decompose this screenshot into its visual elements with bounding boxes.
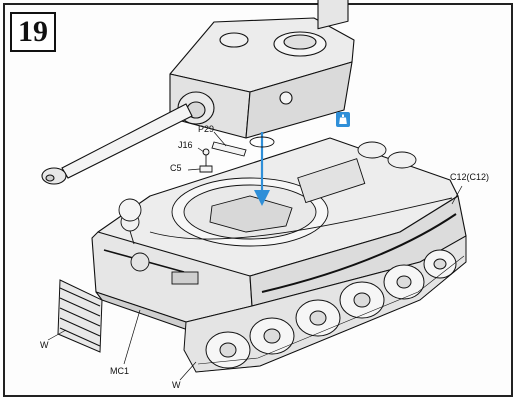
leader-j16 [197, 147, 205, 153]
step-number: 19 [18, 15, 48, 48]
part-c5 [199, 165, 213, 173]
step-number-box: 19 [10, 12, 56, 52]
fan-cover-left [357, 141, 387, 159]
leader-mc1 [123, 309, 141, 365]
track-front-left [57, 279, 103, 353]
turret [169, 0, 355, 139]
glue-bottle-glyph [339, 114, 347, 124]
track-links [195, 255, 467, 373]
gun-barrel [41, 103, 193, 185]
driver-visor [171, 271, 199, 285]
side-tow-rod [261, 213, 457, 293]
leader-w-left [47, 329, 67, 341]
headlight-stem [129, 230, 135, 245]
cement-glue-icon [336, 112, 350, 127]
leader-lines [47, 131, 463, 381]
turret-stowage-bin [317, 0, 349, 30]
leader-w-bottom [179, 361, 197, 381]
callout-w-left: W [40, 340, 49, 350]
machine-gun-ball [130, 252, 150, 272]
callout-mc1: MC1 [110, 366, 130, 376]
callout-w-bottom: W [172, 380, 181, 390]
turret-side [245, 61, 353, 139]
callout-c5: C5 [170, 163, 182, 173]
engine-deck-grille [297, 158, 366, 204]
callout-j16: J16 [178, 140, 193, 150]
fan-cover-right [387, 151, 417, 169]
callout-c12: C12(C12) [450, 172, 490, 182]
part-p29 [211, 141, 247, 157]
side-cable [149, 197, 453, 240]
jack-wheel [118, 198, 142, 222]
callout-p29: P29 [198, 124, 215, 134]
leader-c5 [187, 168, 201, 171]
leader-p29 [213, 131, 227, 147]
assembly-arrow [249, 132, 275, 206]
road-wheels [205, 249, 457, 369]
small-parts [118, 141, 247, 222]
leader-c12 [451, 185, 463, 205]
turret-ring-opening [209, 195, 293, 233]
loader-hatch [219, 32, 249, 48]
pistol-port [279, 91, 293, 105]
